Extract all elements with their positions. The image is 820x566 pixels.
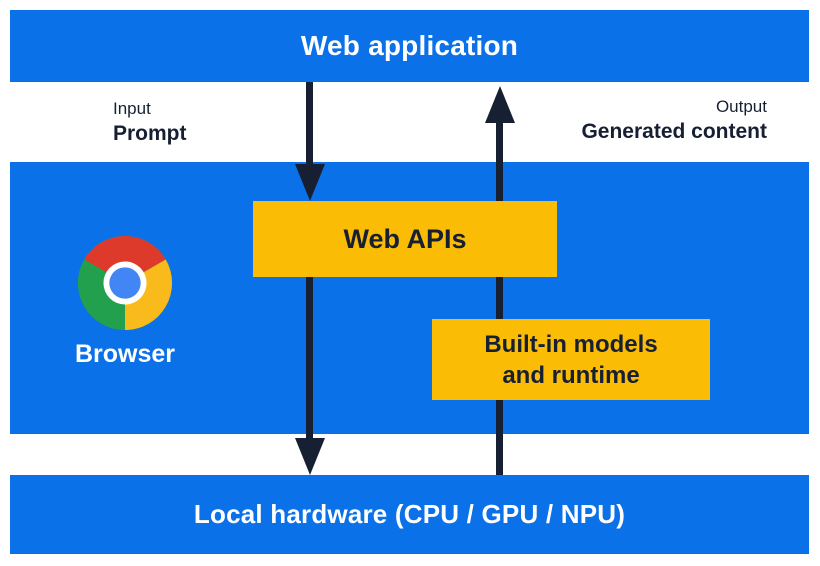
down-arrow-top-head-icon <box>295 164 325 201</box>
chrome-logo-icon <box>77 235 173 331</box>
web-apis-label: Web APIs <box>343 223 467 254</box>
web-apis-box: Web APIs <box>253 201 557 277</box>
down-arrow-top-line <box>306 82 313 166</box>
generated-content-label: Generated content <box>581 120 767 143</box>
down-arrow-bottom-head-icon <box>295 438 325 475</box>
web-application-label: Web application <box>300 30 519 61</box>
builtin-models-line2: and runtime <box>502 361 640 389</box>
up-arrow-line <box>496 121 503 475</box>
up-arrow-head-icon <box>485 86 515 123</box>
local-hardware-label: Local hardware (CPU / GPU / NPU) <box>193 499 626 529</box>
local-hardware-bar: Local hardware (CPU / GPU / NPU) <box>10 475 809 554</box>
web-application-bar: Web application <box>10 10 809 82</box>
down-arrow-bottom-line <box>306 277 313 440</box>
builtin-models-label: Built-in models and runtime <box>484 329 657 391</box>
builtin-models-line1: Built-in models <box>484 330 658 358</box>
browser-label: Browser <box>74 340 176 368</box>
input-caption: Input <box>113 99 151 118</box>
prompt-label: Prompt <box>113 122 187 145</box>
output-caption: Output <box>715 97 767 116</box>
output-labels: Output Generated content <box>581 96 767 145</box>
input-labels: Input Prompt <box>113 98 187 147</box>
builtin-models-box: Built-in models and runtime <box>432 319 710 400</box>
